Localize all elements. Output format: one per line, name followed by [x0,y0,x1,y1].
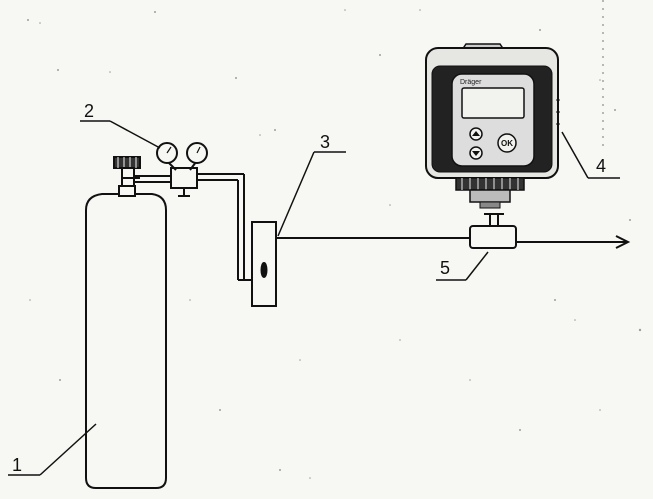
callout-4: 4 [596,156,606,176]
device-display [461,87,525,119]
down-button [469,146,483,160]
up-button [469,127,483,141]
flow-adapter [469,213,517,249]
gas-line [276,235,631,249]
callout-5: 5 [440,258,450,278]
leader-lines [8,120,620,476]
down-arrow-icon [472,151,480,156]
pressure-gauge-right [186,142,208,164]
device-brand-label: Dräger [460,79,482,86]
callout-1: 1 [12,455,22,475]
gas-cylinder [85,185,167,489]
callout-3: 3 [320,132,330,152]
ok-button-label: OK [501,139,513,148]
flowmeter [251,221,277,307]
gas-detector [425,43,560,209]
pressure-gauge-left [156,142,178,164]
paper-noise [27,9,642,479]
pressure-regulator [134,161,252,281]
ok-button: OK [497,133,517,153]
up-arrow-icon [472,131,480,136]
callout-2: 2 [84,101,94,121]
